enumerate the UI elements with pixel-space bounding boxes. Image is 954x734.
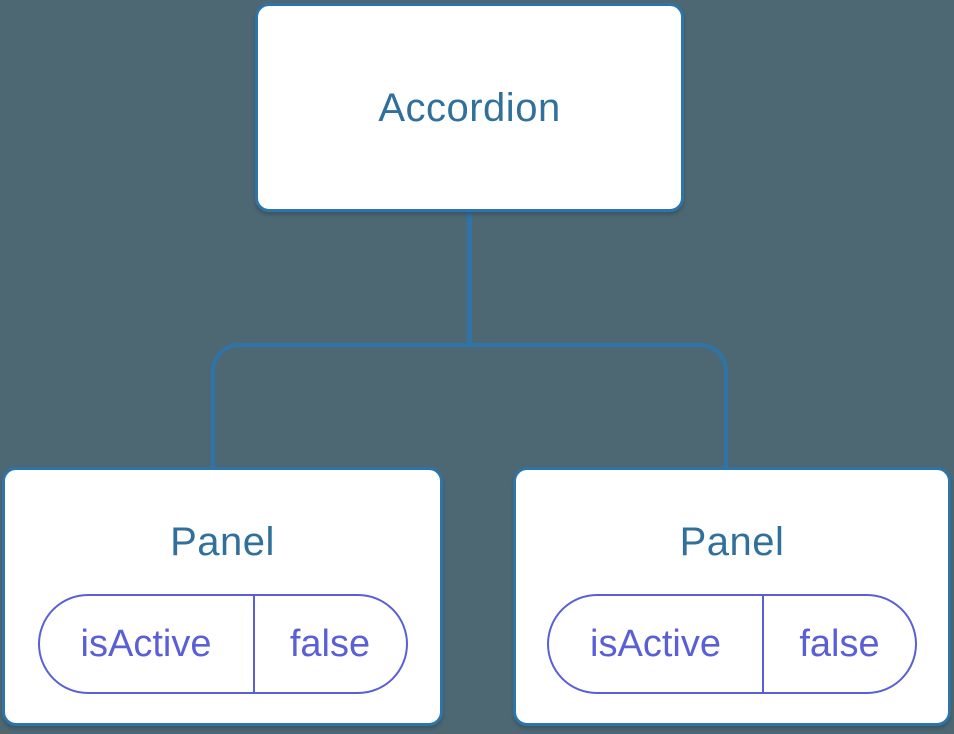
- node-title-panel-1: Panel: [170, 520, 275, 564]
- node-title-accordion: Accordion: [378, 85, 561, 130]
- state-value-panel-1: false: [252, 596, 406, 692]
- component-node-panel-2: Panel isActive false: [513, 467, 951, 726]
- component-node-accordion: Accordion: [255, 3, 684, 212]
- connector-stem: [467, 208, 472, 346]
- connector-bracket: [211, 343, 728, 467]
- state-key-panel-2: isActive: [590, 622, 721, 665]
- state-pill-panel-2: isActive false: [547, 594, 917, 694]
- node-title-panel-2: Panel: [679, 520, 785, 564]
- state-value-panel-2: false: [762, 596, 915, 692]
- state-key-panel-1: isActive: [80, 622, 212, 665]
- state-pill-panel-1: isActive false: [37, 594, 408, 694]
- component-node-panel-1: Panel isActive false: [2, 467, 443, 726]
